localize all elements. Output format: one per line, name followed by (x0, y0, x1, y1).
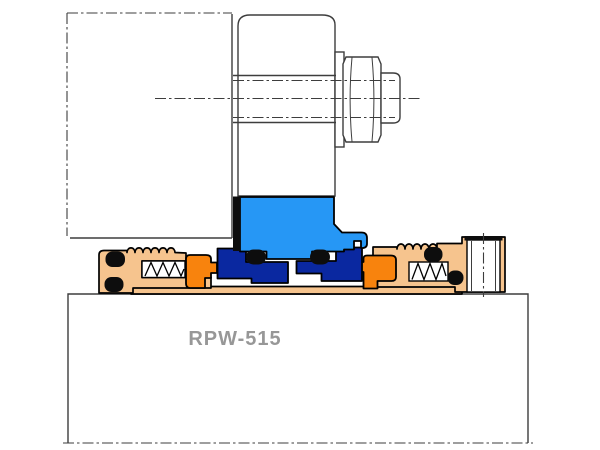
set-screw-strip (233, 196, 241, 251)
pump-body: RPW-515 (63, 293, 533, 444)
hex-nut-face-arc-left (349, 57, 353, 142)
o-ring-sleeve-left (246, 249, 266, 265)
hex-nut (342, 56, 382, 143)
gland-bolt (464, 233, 503, 297)
spring-left (144, 260, 185, 278)
retainer-right (356, 254, 397, 290)
o-ring-left-bottom (104, 277, 124, 292)
o-ring-right-bottom (447, 270, 464, 285)
o-ring-left-top (105, 251, 125, 267)
o-ring-right-top (424, 247, 443, 262)
seal-cartridge (98, 196, 506, 297)
hex-nut-face-arc-right (371, 57, 375, 142)
model-label: RPW-515 (188, 328, 281, 350)
clamp-block (237, 14, 336, 197)
retainer-left (185, 254, 218, 289)
spring-right (411, 261, 447, 282)
seal-face-left (216, 247, 289, 284)
seal-face-right (295, 246, 363, 282)
pump-body-outline (67, 293, 529, 443)
drive-sleeve (239, 196, 368, 260)
o-ring-sleeve-right (310, 249, 330, 265)
pump-housing-phantom (66, 12, 233, 239)
shaft-assembly (155, 14, 422, 197)
gland-left (98, 247, 212, 294)
